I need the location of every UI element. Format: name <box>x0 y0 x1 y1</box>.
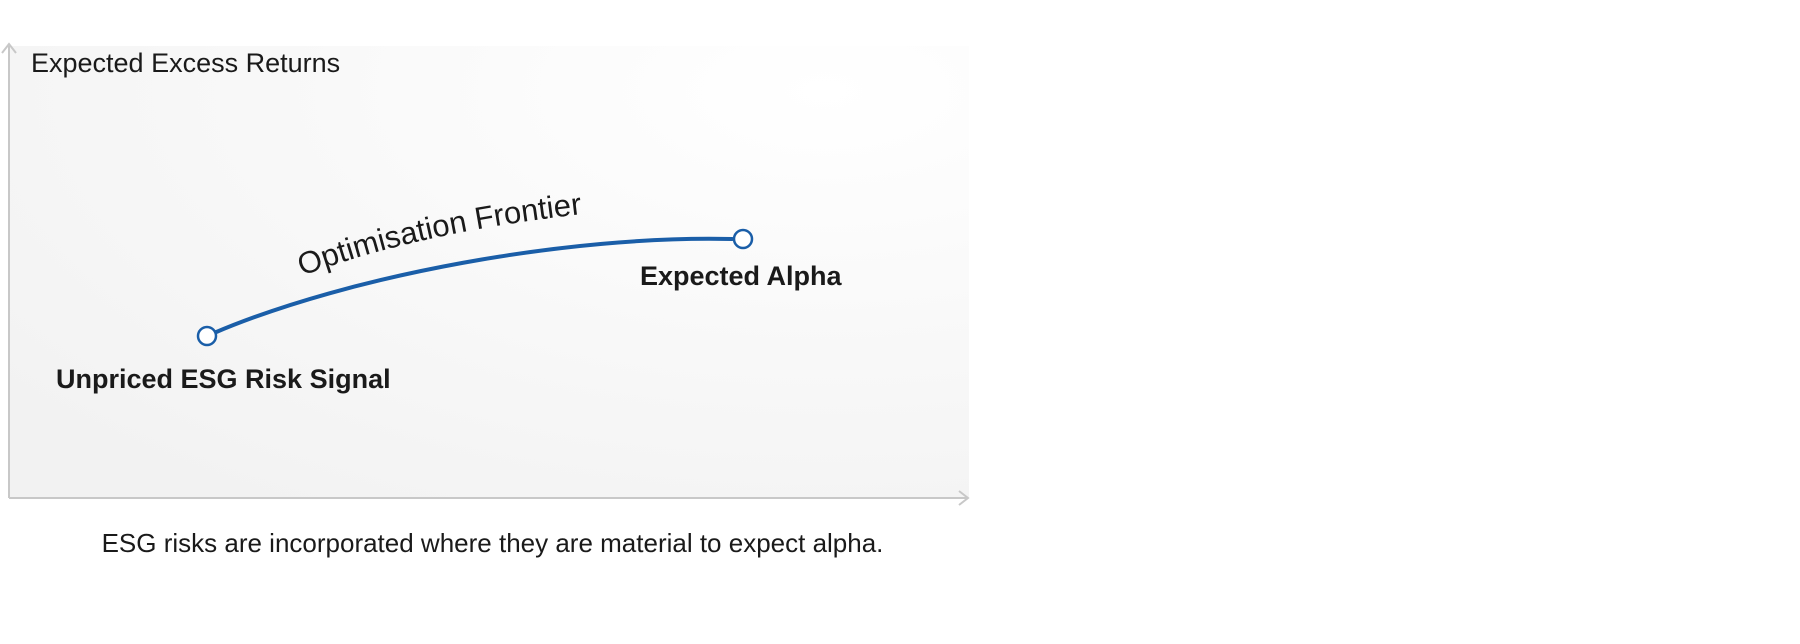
x-axis-arrowhead <box>958 490 970 506</box>
end-point-marker <box>732 228 754 250</box>
diagram-caption: ESG risks are incorporated where they ar… <box>101 528 884 558</box>
start-point-marker <box>196 325 218 347</box>
plot-panel <box>9 46 969 498</box>
start-point-label: Unpriced ESG Risk Signal <box>56 364 391 394</box>
y-axis <box>1 42 17 498</box>
end-point-label: Expected Alpha <box>640 261 842 291</box>
y-axis-label: Expected Excess Returns <box>31 48 341 78</box>
frontier-curve <box>212 236 734 335</box>
x-axis <box>9 490 970 506</box>
y-axis-arrowhead <box>1 42 17 54</box>
